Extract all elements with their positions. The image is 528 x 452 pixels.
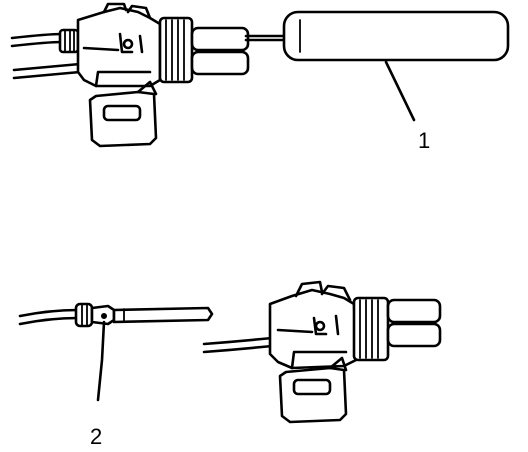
callout-1-leader bbox=[384, 60, 416, 122]
top-connector-nose bbox=[190, 26, 250, 76]
top-seal-rings bbox=[158, 16, 194, 84]
callout-2-leader bbox=[96, 320, 106, 402]
bottom-assembly bbox=[202, 280, 442, 424]
top-lock-tab bbox=[88, 80, 158, 148]
removed-terminal bbox=[18, 302, 214, 402]
callout-2-label: 2 bbox=[90, 424, 102, 449]
top-wires bbox=[10, 32, 82, 80]
top-wire-ferrule bbox=[58, 28, 80, 54]
removal-tool bbox=[244, 10, 510, 62]
top-connector-body bbox=[76, 2, 162, 88]
top-assembly bbox=[10, 2, 510, 148]
callout-1-label: 1 bbox=[418, 128, 430, 153]
